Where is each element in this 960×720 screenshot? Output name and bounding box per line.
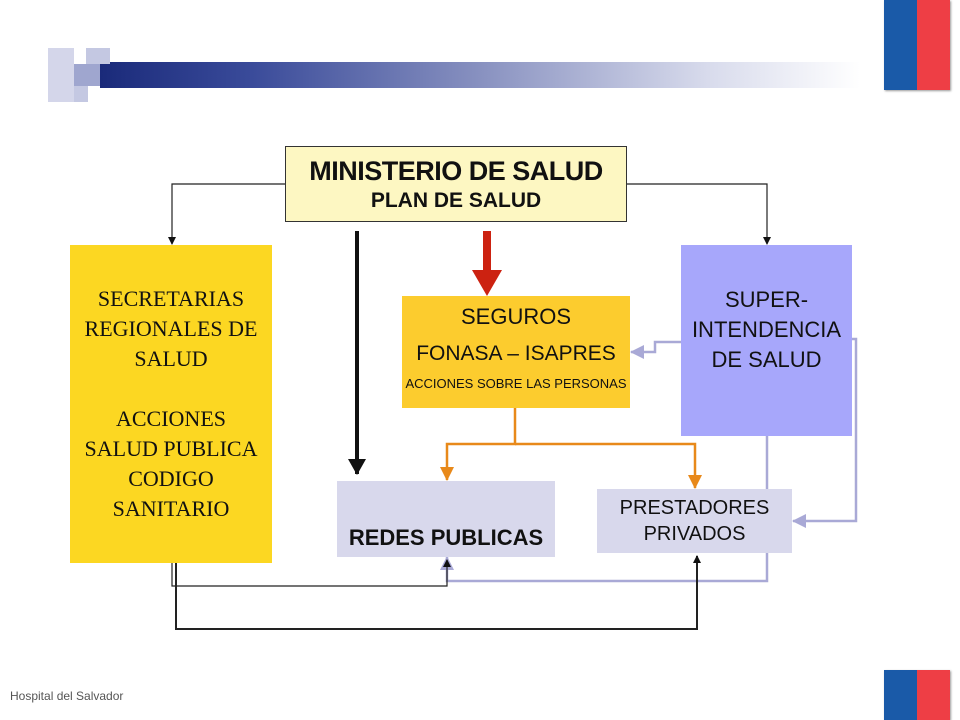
- secretarias-action: CODIGO: [128, 466, 214, 491]
- secretarias-line: SECRETARIAS: [97, 286, 245, 311]
- superintendencia-line: DE SALUD: [711, 347, 822, 372]
- flag-red-stripe: [917, 670, 950, 720]
- seguros-title: SEGUROS: [460, 304, 572, 329]
- header-square: [48, 48, 74, 102]
- chile-flag-logo-bottom: [884, 670, 950, 720]
- arrow-ministerio-to-seguros-head: [472, 270, 502, 296]
- secretarias-action: ACCIONES: [115, 406, 226, 431]
- arrow-superintendencia-to-prestadores: [792, 337, 858, 528]
- prestadores-line: PRESTADORES: [619, 497, 770, 519]
- arrow-secretarias-to-redes: [171, 559, 451, 587]
- flag-blue-stripe: [884, 670, 917, 720]
- secretarias-line: SALUD: [134, 346, 208, 371]
- header-square: [74, 64, 100, 86]
- ministerio-title: MINISTERIO DE SALUD: [309, 155, 603, 186]
- superintendencia-line: INTENDENCIA: [691, 317, 842, 342]
- redes-label: REDES PUBLICAS: [348, 525, 544, 550]
- seguros-subtitle: FONASA – ISAPRES: [416, 342, 616, 365]
- superintendencia-box: SUPER- INTENDENCIA DE SALUD: [681, 245, 852, 436]
- secretarias-box: SECRETARIAS REGIONALES DE SALUD ACCIONES…: [70, 245, 272, 563]
- chile-flag-logo: [884, 0, 950, 90]
- arrow-seguros-to-prestadores: [515, 442, 702, 489]
- seguros-box: SEGUROS FONASA – ISAPRES ACCIONES SOBRE …: [402, 296, 630, 408]
- secretarias-action: SALUD PUBLICA: [84, 436, 258, 461]
- flag-red-stripe: [917, 0, 950, 90]
- arrow-seguros-to-redes: [440, 408, 517, 481]
- ministerio-subtitle: PLAN DE SALUD: [370, 188, 542, 212]
- prestadores-privados-box: PRESTADORES PRIVADOS: [597, 489, 792, 553]
- secretarias-line: REGIONALES DE: [84, 316, 258, 341]
- seguros-note: ACCIONES SOBRE LAS PERSONAS: [405, 376, 627, 391]
- arrow-secretarias-to-prestadores: [175, 555, 701, 630]
- header-gradient-bar: [100, 62, 860, 88]
- redes-publicas-box: REDES PUBLICAS: [337, 481, 555, 557]
- flag-blue-stripe: [884, 0, 917, 90]
- prestadores-line: PRIVADOS: [643, 523, 746, 545]
- arrow-superintendencia-to-seguros: [630, 340, 681, 359]
- footer-text: Hospital del Salvador: [10, 689, 124, 703]
- arrow-ministerio-to-secretarias: [168, 183, 285, 245]
- secretarias-action: SANITARIO: [112, 496, 230, 521]
- arrow-ministerio-to-superintendencia: [627, 183, 771, 245]
- superintendencia-line: SUPER-: [724, 287, 809, 312]
- header-square: [74, 86, 88, 102]
- header-square: [86, 48, 110, 64]
- ministerio-box: MINISTERIO DE SALUD PLAN DE SALUD: [285, 146, 627, 222]
